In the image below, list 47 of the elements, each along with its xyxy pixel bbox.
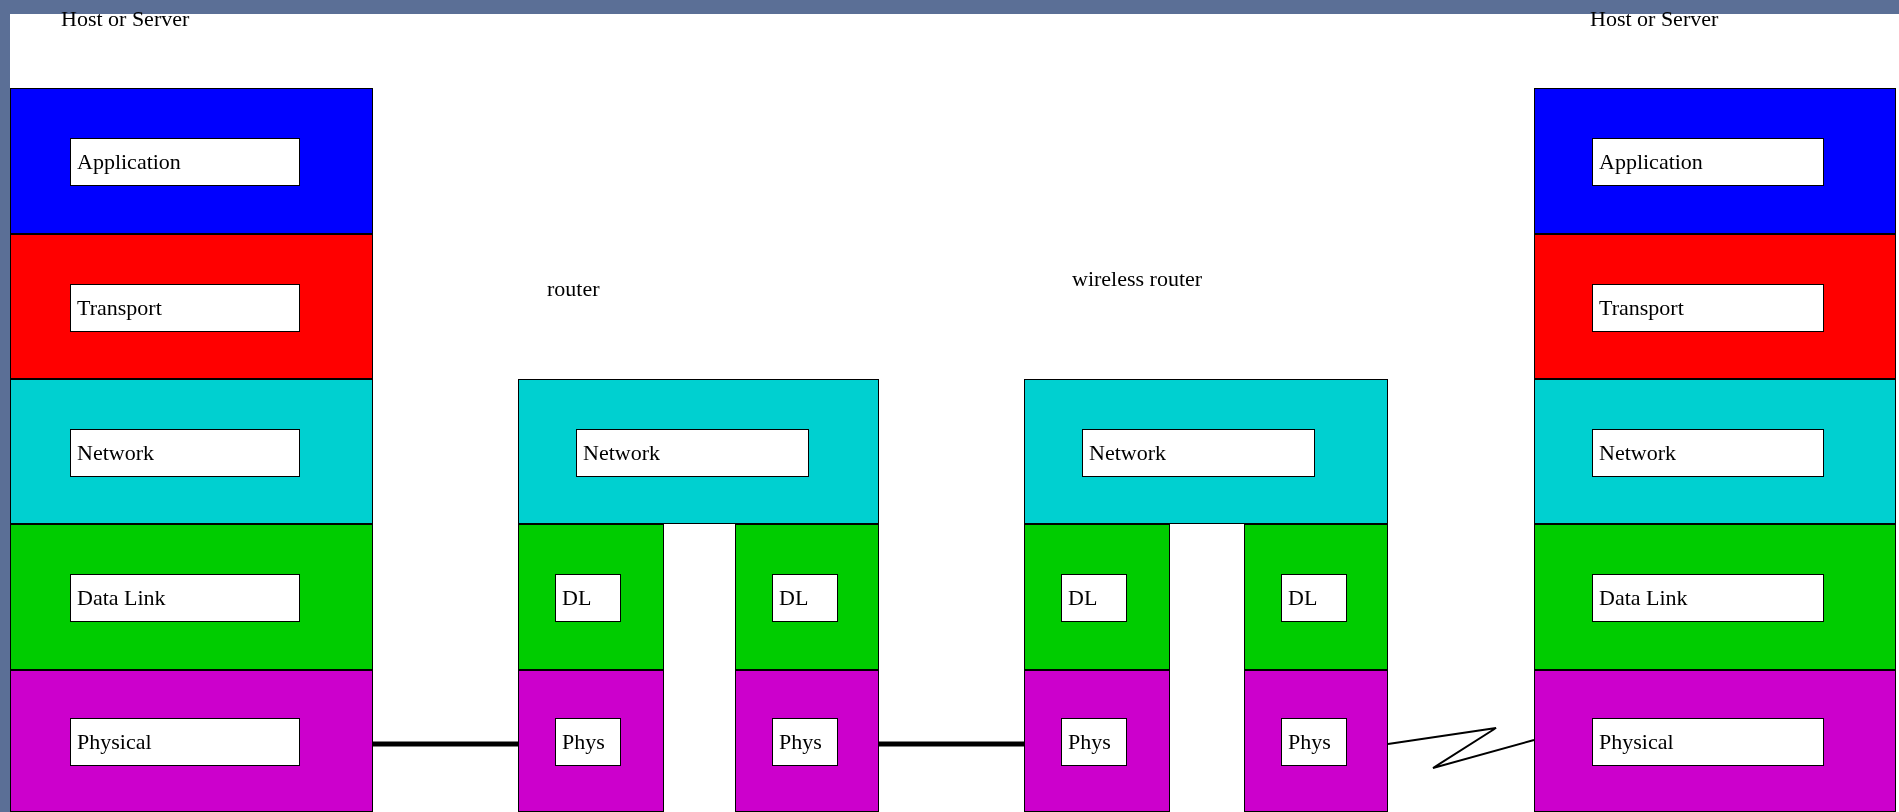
layer-band (1534, 524, 1896, 670)
layer-label: Network (1082, 429, 1315, 477)
cable-line (373, 741, 518, 747)
layer-band (10, 524, 373, 670)
layer-label: Data Link (70, 574, 300, 622)
layer-label: Phys (1061, 718, 1127, 766)
device-caption: Host or Server (61, 6, 190, 32)
layer-label: DL (772, 574, 838, 622)
layer-band (10, 234, 373, 379)
layer-label: Data Link (1592, 574, 1824, 622)
layer-band (518, 379, 879, 524)
layer-label: Application (1592, 138, 1824, 186)
layer-label: Network (576, 429, 809, 477)
layer-band (518, 670, 664, 812)
layer-label: Transport (1592, 284, 1824, 332)
layer-band (1534, 88, 1896, 234)
layer-label: Physical (1592, 718, 1824, 766)
layer-band (1024, 524, 1170, 670)
layer-label: Phys (1281, 718, 1347, 766)
layer-label: DL (555, 574, 621, 622)
layer-band (1024, 670, 1170, 812)
layer-band (1534, 670, 1896, 812)
layer-label: DL (1281, 574, 1347, 622)
layer-band (10, 88, 373, 234)
layer-band (735, 524, 879, 670)
layer-label: Transport (70, 284, 300, 332)
layer-band (1244, 524, 1388, 670)
layer-label: Application (70, 138, 300, 186)
layer-band (1024, 379, 1388, 524)
wireless-link-line (1387, 727, 1535, 769)
layer-label: Network (1592, 429, 1824, 477)
layer-label: Phys (555, 718, 621, 766)
layer-label: Network (70, 429, 300, 477)
device-caption: Host or Server (1590, 6, 1719, 32)
device-caption: router (547, 276, 600, 302)
cable-line (879, 741, 1024, 747)
layer-band (735, 670, 879, 812)
device-caption: wireless router (1072, 266, 1203, 292)
layer-band (10, 670, 373, 812)
layer-label: Physical (70, 718, 300, 766)
layer-band (518, 524, 664, 670)
layer-band (1534, 234, 1896, 379)
layer-label: DL (1061, 574, 1127, 622)
layer-band (1244, 670, 1388, 812)
layer-band (1534, 379, 1896, 524)
layer-label: Phys (772, 718, 838, 766)
layer-band (10, 379, 373, 524)
